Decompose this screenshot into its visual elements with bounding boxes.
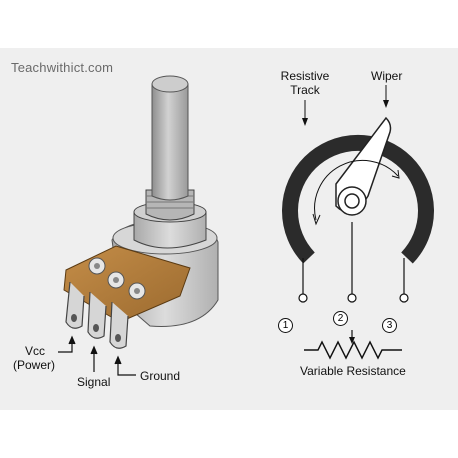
terminal-2 bbox=[347, 293, 357, 303]
left-label-arrows bbox=[58, 335, 136, 376]
vcc-label-line2: (Power) bbox=[13, 358, 56, 372]
ground-label: Ground bbox=[140, 369, 181, 383]
pot-shaft-top bbox=[151, 75, 189, 93]
variable-resistance-label: Variable Resistance bbox=[300, 364, 406, 378]
terminal-1 bbox=[298, 293, 308, 303]
resistor-symbol bbox=[304, 340, 402, 360]
wiper-label: Wiper bbox=[371, 69, 403, 83]
terminal-3 bbox=[399, 293, 409, 303]
watermark-text: Teachwithict.com bbox=[11, 60, 114, 75]
pot-shaft bbox=[151, 83, 189, 201]
resistive-track bbox=[282, 134, 434, 264]
vcc-label-line1: Vcc bbox=[25, 344, 46, 358]
resistive-track-label-line1: Resistive bbox=[280, 69, 330, 83]
resistive-track-label-line2: Track bbox=[290, 83, 320, 97]
pin-2 bbox=[87, 291, 107, 339]
resistive-track-label: Resistive Track bbox=[277, 69, 333, 97]
vcc-label: Vcc (Power) bbox=[13, 344, 55, 372]
signal-label: Signal bbox=[77, 375, 111, 389]
terminal-number-3: 3 bbox=[382, 318, 397, 333]
rotation-arrow bbox=[314, 159, 399, 221]
pin-3 bbox=[109, 301, 129, 349]
ground-arrow bbox=[117, 360, 136, 376]
terminal-number-2: 2 bbox=[333, 311, 348, 326]
pin-1 bbox=[65, 281, 85, 329]
potentiometer-illustration bbox=[63, 75, 219, 349]
terminal-number-1: 1 bbox=[278, 318, 293, 333]
schematic bbox=[282, 85, 434, 360]
